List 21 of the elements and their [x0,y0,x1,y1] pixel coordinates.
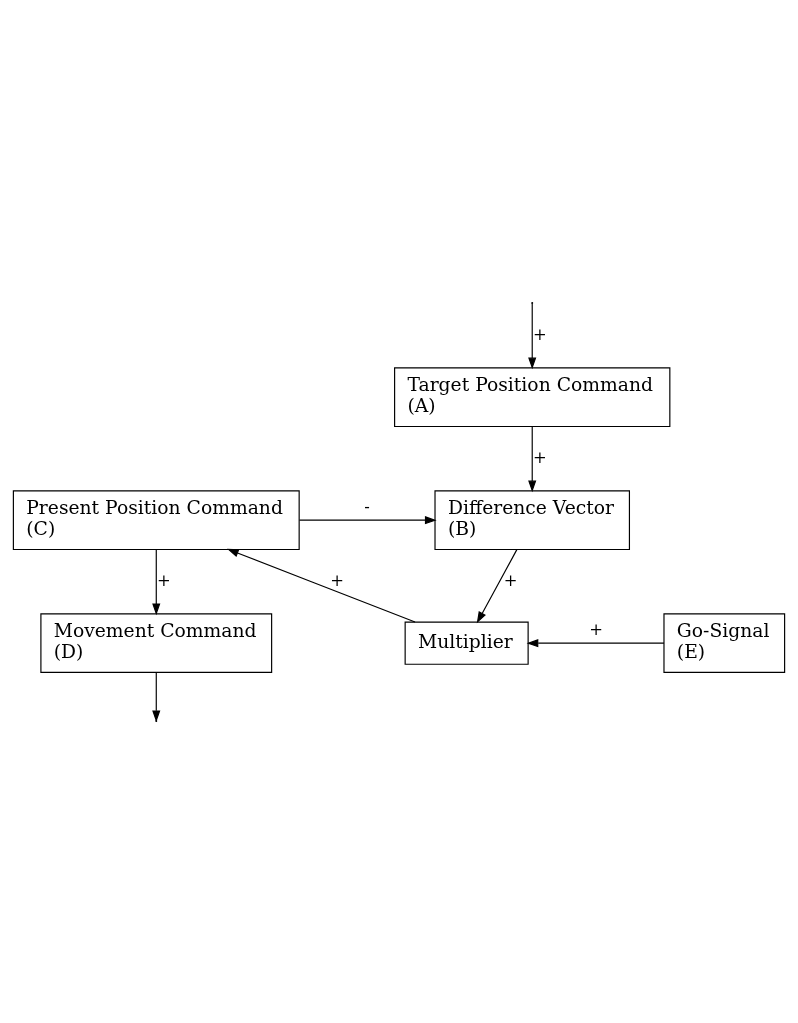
node-box: Go-Signal (E) [663,612,786,673]
node-box: Target Position Command (A) [394,366,671,427]
node-box: Difference Vector (B) [434,489,630,550]
edge-label: + [503,570,518,590]
edge-label: + [157,570,171,590]
edge-label: - [364,496,370,516]
arrow [476,548,518,623]
edge-label: + [589,619,603,639]
edge-label: + [532,447,547,467]
arrow [528,302,537,369]
arrow [227,548,416,623]
node-box: Movement Command (D) [40,612,273,673]
edge-label: + [330,570,345,590]
arrow [528,425,537,492]
edge-label: + [532,324,547,344]
arrow [526,638,665,647]
arrow [298,515,437,524]
node-box: Present Position Command (C) [12,489,300,550]
arrow [152,671,161,722]
node-box: Multiplier [404,621,529,665]
arrow [152,548,161,615]
